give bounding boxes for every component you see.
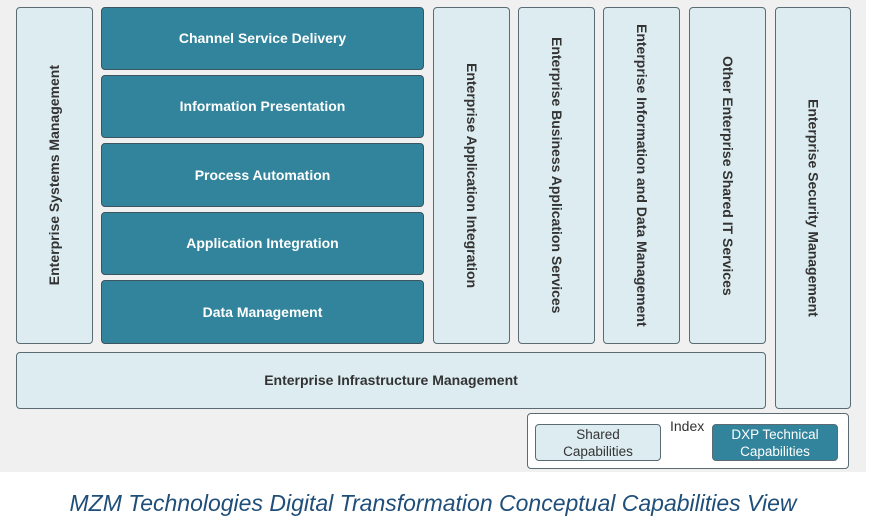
application-integration-label: Application Integration xyxy=(186,235,339,251)
enterprise-business-application-services-column: Enterprise Business Application Services xyxy=(518,7,595,344)
other-enterprise-shared-it-services-column: Other Enterprise Shared IT Services xyxy=(689,7,766,344)
enterprise-information-data-management-label: Enterprise Information and Data Manageme… xyxy=(634,24,650,327)
enterprise-infrastructure-management-label: Enterprise Infrastructure Management xyxy=(264,372,518,388)
data-management-box: Data Management xyxy=(101,280,424,344)
enterprise-security-management-label: Enterprise Security Management xyxy=(805,99,822,317)
index-shared-capabilities: Shared Capabilities xyxy=(535,424,661,461)
enterprise-systems-management-label: Enterprise Systems Management xyxy=(46,65,62,286)
enterprise-application-integration-column: Enterprise Application Integration xyxy=(433,7,510,344)
index-shared-capabilities-label: Shared Capabilities xyxy=(563,426,633,459)
enterprise-systems-management-column: Enterprise Systems Management xyxy=(16,7,93,344)
channel-service-delivery-label: Channel Service Delivery xyxy=(178,30,347,46)
information-presentation-box: Information Presentation xyxy=(101,75,424,138)
process-automation-box: Process Automation xyxy=(101,143,424,207)
index-dxp-technical-capabilities-label: DXP Technical Capabilities xyxy=(731,426,819,459)
enterprise-security-management-column: Enterprise Security Management xyxy=(775,7,851,409)
enterprise-infrastructure-management-bar: Enterprise Infrastructure Management xyxy=(16,352,766,409)
channel-service-delivery-box: Channel Service Delivery xyxy=(101,7,424,70)
diagram-panel: Enterprise Systems Management Channel Se… xyxy=(0,0,866,472)
other-enterprise-shared-it-services-label: Other Enterprise Shared IT Services xyxy=(720,55,736,296)
index-title: Index xyxy=(670,418,705,434)
enterprise-business-application-services-label: Enterprise Business Application Services xyxy=(549,37,565,314)
enterprise-information-data-management-column: Enterprise Information and Data Manageme… xyxy=(603,7,680,344)
application-integration-box: Application Integration xyxy=(101,212,424,275)
process-automation-label: Process Automation xyxy=(194,166,331,183)
information-presentation-label: Information Presentation xyxy=(179,98,346,114)
data-management-label: Data Management xyxy=(202,303,323,320)
diagram-caption: MZM Technologies Digital Transformation … xyxy=(69,490,797,516)
enterprise-application-integration-label: Enterprise Application Integration xyxy=(464,62,480,289)
index-dxp-technical-capabilities: DXP Technical Capabilities xyxy=(712,424,838,461)
